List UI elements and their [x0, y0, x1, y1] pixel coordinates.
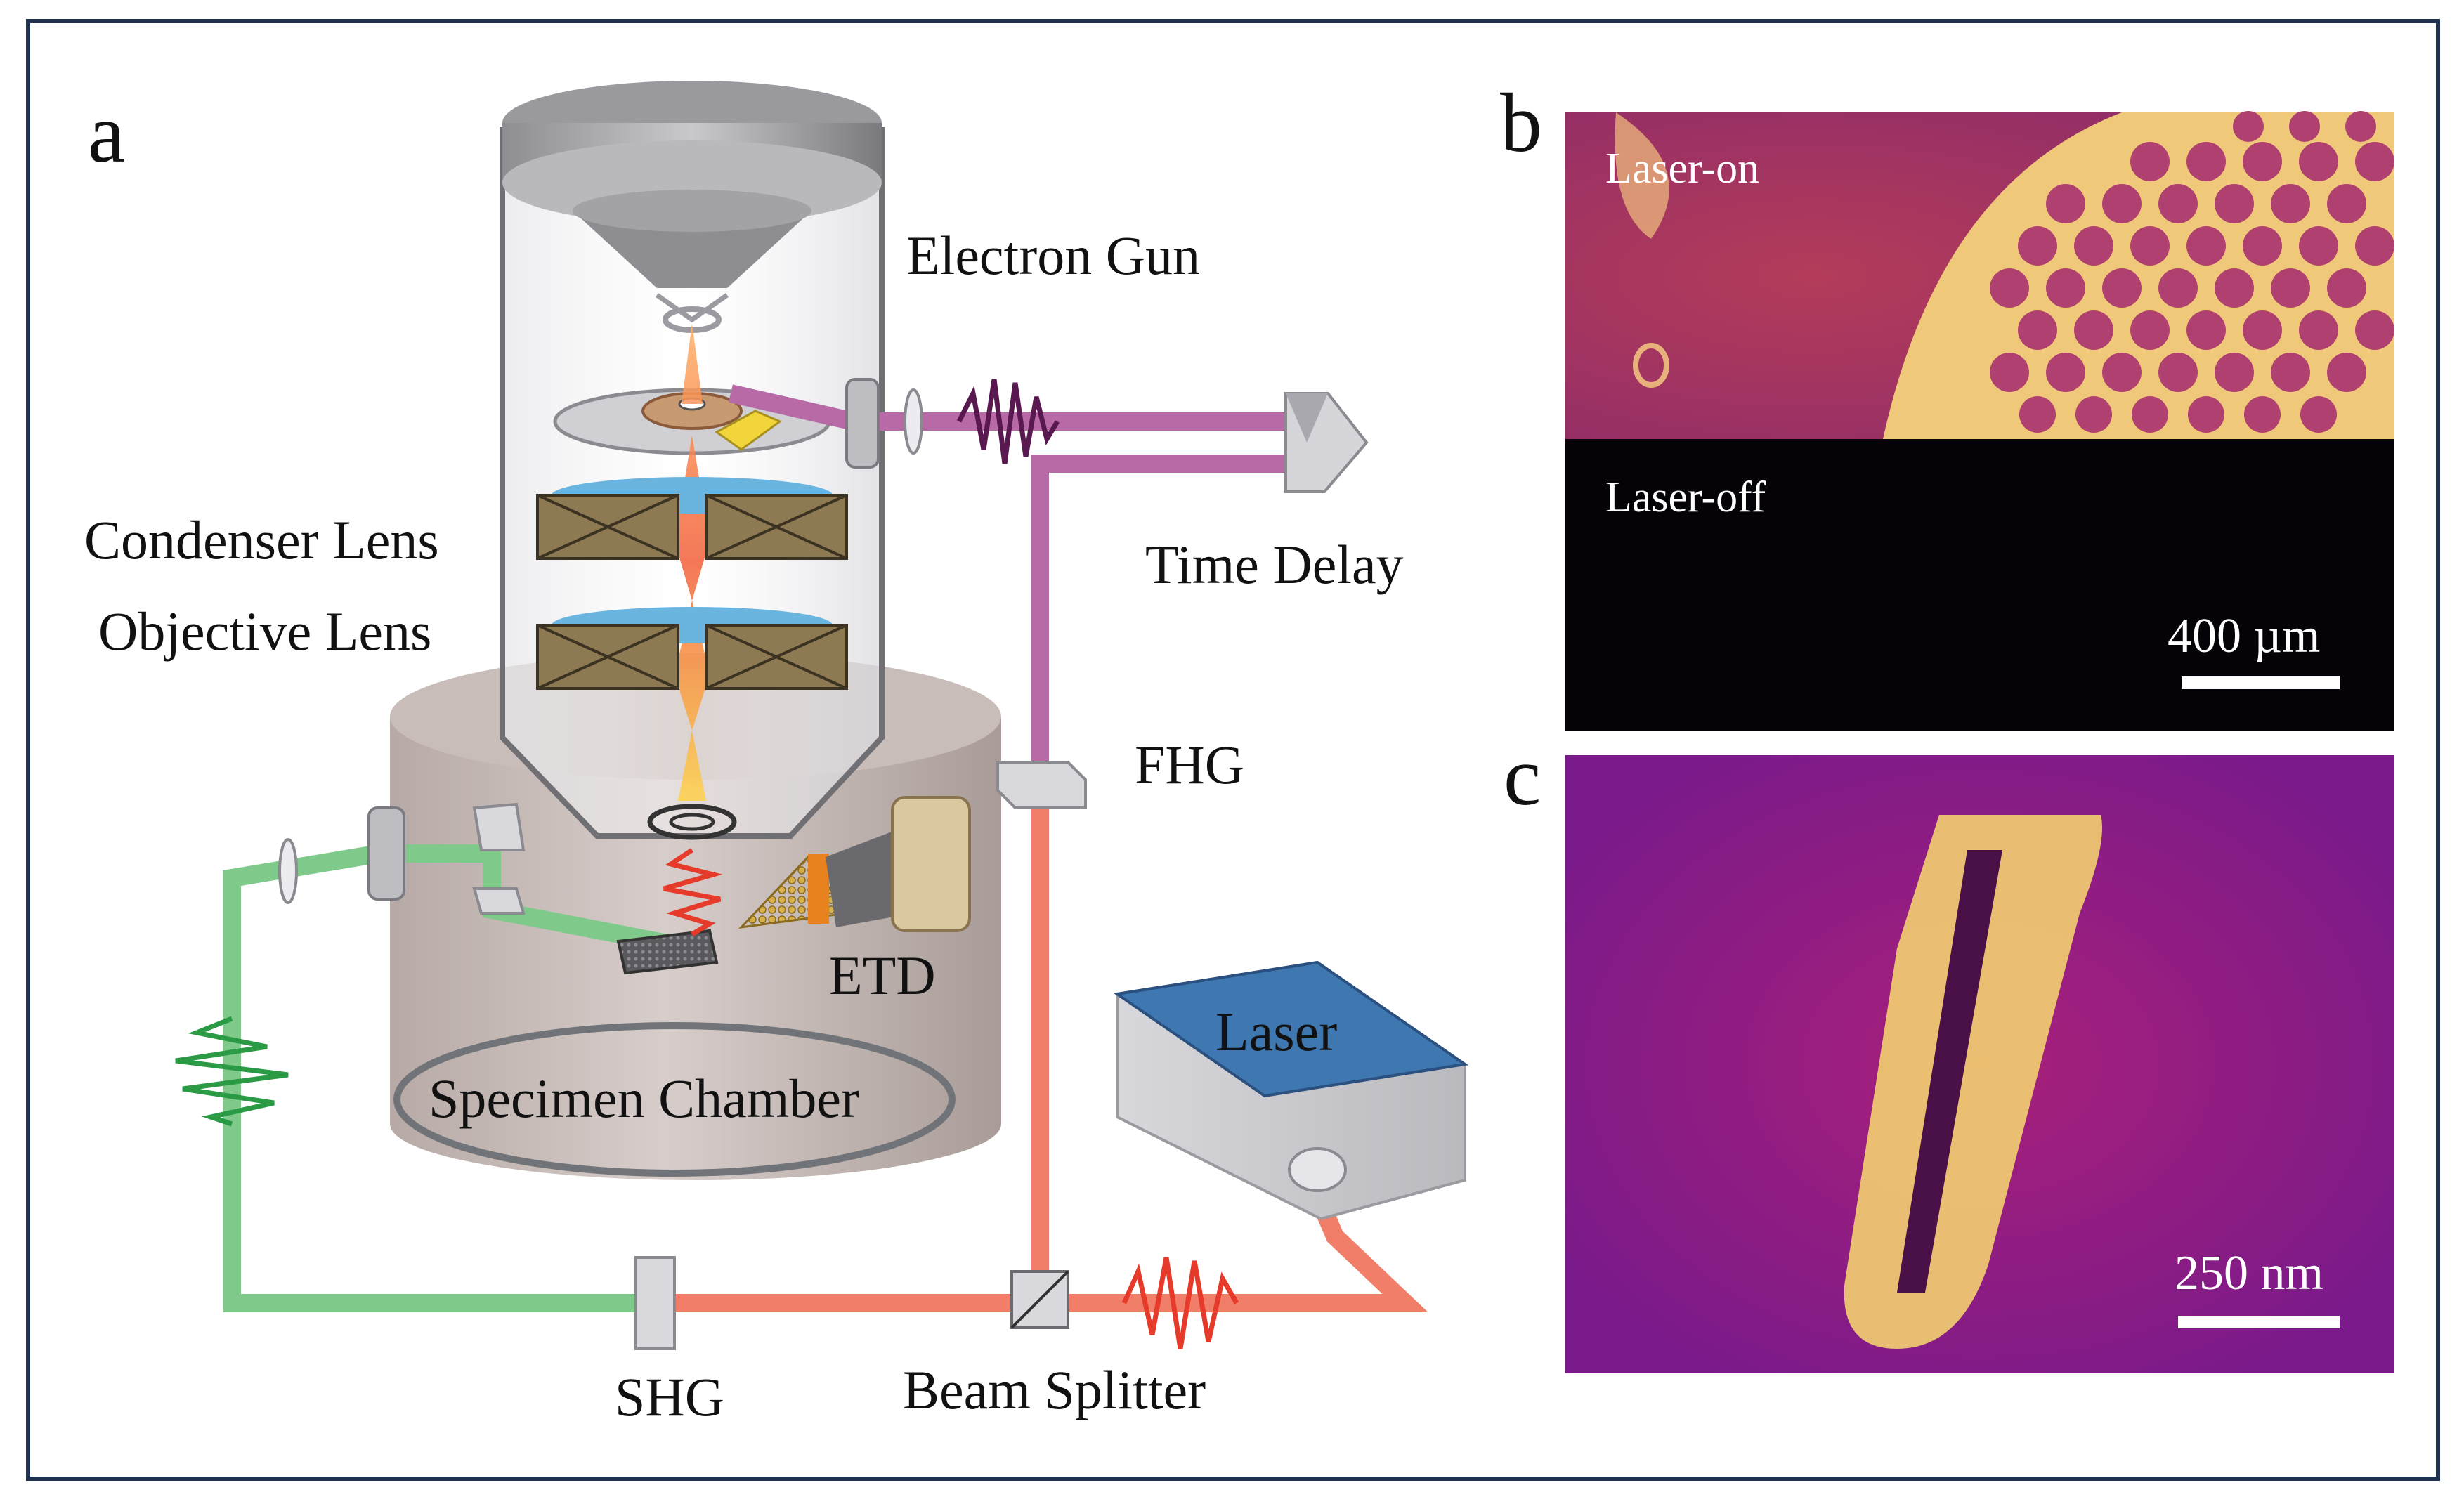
- label-laser: Laser: [1215, 1001, 1337, 1062]
- residue-ring: [1633, 343, 1669, 388]
- label-beam-splitter: Beam Splitter: [903, 1359, 1206, 1420]
- time-delay-prism: [1284, 392, 1369, 493]
- green-pulse: [175, 1016, 289, 1127]
- etd-detector: [738, 796, 971, 932]
- label-fhg: FHG: [1135, 734, 1244, 795]
- laser-top: [1113, 960, 1469, 1098]
- uv-window: [845, 378, 880, 469]
- red-pulse: [1121, 1257, 1239, 1349]
- label-specimen-chamber: Specimen Chamber: [429, 1068, 859, 1129]
- specimen-stage: [616, 929, 719, 975]
- label-laser-off: Laser-off: [1605, 473, 1766, 521]
- electron-pulse: [663, 848, 723, 937]
- label-condenser-lens: Condenser Lens: [84, 509, 439, 570]
- scale-label-b: 400 µm: [2168, 609, 2320, 663]
- shg-crystal: [634, 1256, 676, 1350]
- green-mirror-bottom: [472, 887, 526, 915]
- scale-bar-b: [2182, 676, 2340, 689]
- panel-b-image: [1565, 111, 2394, 731]
- electron-column: [500, 81, 885, 840]
- fhg-crystal: [996, 761, 1087, 809]
- green-window: [367, 806, 405, 901]
- panel-a-letter: a: [88, 86, 125, 180]
- panel-a-schematic: [175, 81, 1469, 1350]
- u-shaped-core: [1897, 850, 2002, 1293]
- laser-source: [1113, 960, 1469, 1221]
- grid-holes: [1990, 111, 2394, 433]
- label-electron-gun: Electron Gun: [906, 225, 1200, 286]
- green-lens: [278, 838, 298, 904]
- objective-lens: [536, 607, 848, 690]
- label-laser-on: Laser-on: [1605, 145, 1759, 192]
- label-shg: SHG: [615, 1366, 724, 1427]
- chamber-label-ellipse: [393, 1022, 956, 1177]
- uv-pulse: [956, 379, 1060, 464]
- condenser-lens: [536, 477, 848, 560]
- panel-c-letter: c: [1504, 729, 1541, 823]
- label-objective-lens: Objective Lens: [98, 601, 431, 662]
- residue-blob: [1615, 112, 1669, 239]
- panel-c-image: [1565, 755, 2394, 1373]
- panel-b-letter: b: [1500, 76, 1542, 169]
- electron-beam: [674, 323, 710, 801]
- beam-splitter-cube: [1010, 1270, 1069, 1329]
- u-shaped-feature: [1844, 815, 2102, 1349]
- label-etd: ETD: [829, 945, 936, 1006]
- green-mirror-top: [472, 802, 526, 851]
- uv-lens: [904, 388, 923, 455]
- scale-bar-c: [2178, 1316, 2340, 1328]
- scale-label-c: 250 nm: [2175, 1246, 2323, 1300]
- label-time-delay: Time Delay: [1145, 534, 1404, 595]
